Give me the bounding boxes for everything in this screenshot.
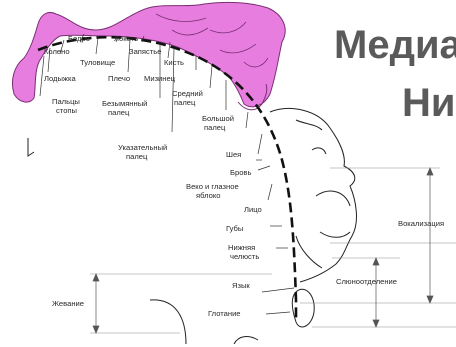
label-ankle: Лодыжка	[44, 74, 76, 83]
label-elbow: Локоть	[114, 34, 138, 43]
corner-mark	[28, 138, 34, 156]
chewing-bracket	[93, 274, 99, 333]
label-salivation: Слюноотделение	[336, 277, 397, 286]
label-eyelid-line2: яблоко	[196, 191, 221, 200]
label-knee: Колено	[44, 47, 70, 56]
label-thumb-line1: Большой	[202, 114, 234, 123]
label-trunk: Туловище	[80, 58, 115, 67]
label-toes-line2: стопы	[56, 106, 77, 115]
label-index-finger-line1: Указательный	[118, 143, 167, 152]
guide-lines	[90, 168, 456, 333]
label-vocalization: Вокализация	[398, 219, 444, 228]
label-tongue: Язык	[232, 281, 250, 290]
label-ring-finger-line2: палец	[108, 108, 130, 117]
heading-line-1: Медиа	[334, 23, 456, 67]
label-thumb-line2: палец	[204, 123, 226, 132]
label-wrist: Запястье	[129, 47, 162, 56]
label-face: Лицо	[244, 205, 262, 214]
label-chewing: Жевание	[52, 299, 84, 308]
label-lips: Губы	[226, 224, 243, 233]
label-ring-finger-line1: Безымянный	[102, 99, 147, 108]
label-shoulder: Плечо	[108, 74, 130, 83]
throat-outline	[150, 300, 258, 344]
label-little-finger: Мизинец	[144, 74, 176, 83]
label-middle-finger-line2: палец	[174, 98, 196, 107]
face-profile	[270, 109, 356, 282]
label-middle-finger-line1: Средний	[172, 89, 203, 98]
label-hip: Бедро	[68, 34, 90, 43]
label-index-finger-line2: палец	[126, 152, 148, 161]
heading-line-2: Ни	[402, 81, 455, 125]
label-eyelid-line1: Веко и глазное	[186, 182, 239, 191]
label-jaw-line2: челюсть	[230, 252, 259, 261]
label-neck: Шея	[226, 150, 241, 159]
label-swallowing: Глотание	[208, 309, 241, 318]
salivation-bracket	[373, 258, 379, 327]
label-jaw-line1: Нижняя	[228, 243, 255, 252]
label-brow: Бровь	[230, 168, 251, 177]
vocalization-bracket	[427, 168, 433, 303]
homunculus-body	[12, 2, 285, 109]
label-hand: Кисть	[164, 58, 184, 67]
label-toes-line1: Пальцы	[52, 97, 80, 106]
